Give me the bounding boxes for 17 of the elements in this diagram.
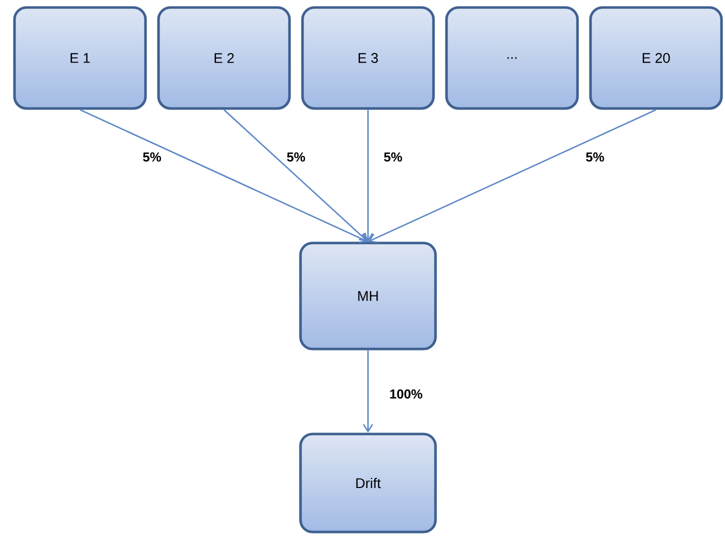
process-box: ... bbox=[445, 6, 579, 110]
process-box: E 1 bbox=[13, 6, 147, 110]
process-box: E 2 bbox=[157, 6, 291, 110]
arrow bbox=[80, 109, 368, 244]
arrow bbox=[362, 350, 374, 433]
edge-label: 5% bbox=[286, 151, 306, 163]
process-box: E 3 bbox=[301, 6, 435, 110]
edge-label: 5% bbox=[584, 151, 606, 163]
process-box: E 20 bbox=[589, 6, 723, 110]
arrow bbox=[368, 109, 656, 244]
process-box: Drift bbox=[299, 432, 437, 534]
arrow bbox=[224, 109, 368, 242]
process-box: MH bbox=[299, 242, 437, 350]
edge-label: 100% bbox=[388, 388, 424, 400]
arrow bbox=[362, 110, 374, 242]
edge-label: 5% bbox=[382, 151, 404, 163]
edge-label: 5% bbox=[142, 151, 162, 163]
